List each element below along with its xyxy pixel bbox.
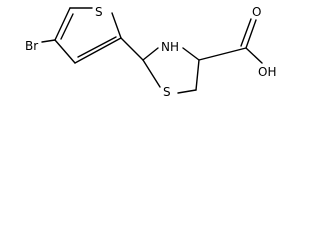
bond-carbonyl-outer: [245, 19, 257, 49]
structure-canvas: Br S NH S O OH: [0, 0, 304, 105]
bond-c2-n3-thiazolidine: [142, 47, 159, 61]
bond-n3-c4-thiazolidine: [182, 47, 200, 61]
bond-c5-c2-thiazolidine: [120, 37, 144, 61]
bond-c2-c3-thiophene: [54, 7, 71, 41]
bond-c4-c5-thiazolidine: [195, 59, 200, 91]
thiophene-sulfur-label: S: [95, 5, 103, 19]
molecule-drawing: Br S NH S O OH: [25, 5, 276, 99]
bond-c5-s1-thiophene: [111, 12, 122, 39]
bond-c3-br: [41, 39, 56, 43]
bond-carbonyl-inner: [240, 18, 252, 47]
bond-carboxyl-oh: [245, 47, 263, 64]
bond-s1-c2-thiazolidine: [142, 59, 161, 88]
atom-labels: Br S NH S O OH: [25, 5, 276, 99]
thiazolidine-nitrogen-label: NH: [161, 40, 179, 54]
bond-c5-s1-thiazolidine: [177, 89, 197, 94]
bond-c4-c5-inner-double: [77, 36, 117, 58]
hydroxyl-label: OH: [258, 65, 276, 79]
bromine-label: Br: [25, 39, 38, 53]
bond-c4-carboxyl-carbon: [198, 47, 247, 61]
bond-c2-c3-inner-double: [60, 13, 74, 40]
carbonyl-oxygen-label: O: [252, 5, 261, 19]
thiazolidine-sulfur-label: S: [163, 85, 171, 99]
bonds: [41, 7, 263, 94]
bond-c4-c5-thiophene: [74, 37, 122, 64]
bond-c3-c4-thiophene: [54, 39, 76, 64]
